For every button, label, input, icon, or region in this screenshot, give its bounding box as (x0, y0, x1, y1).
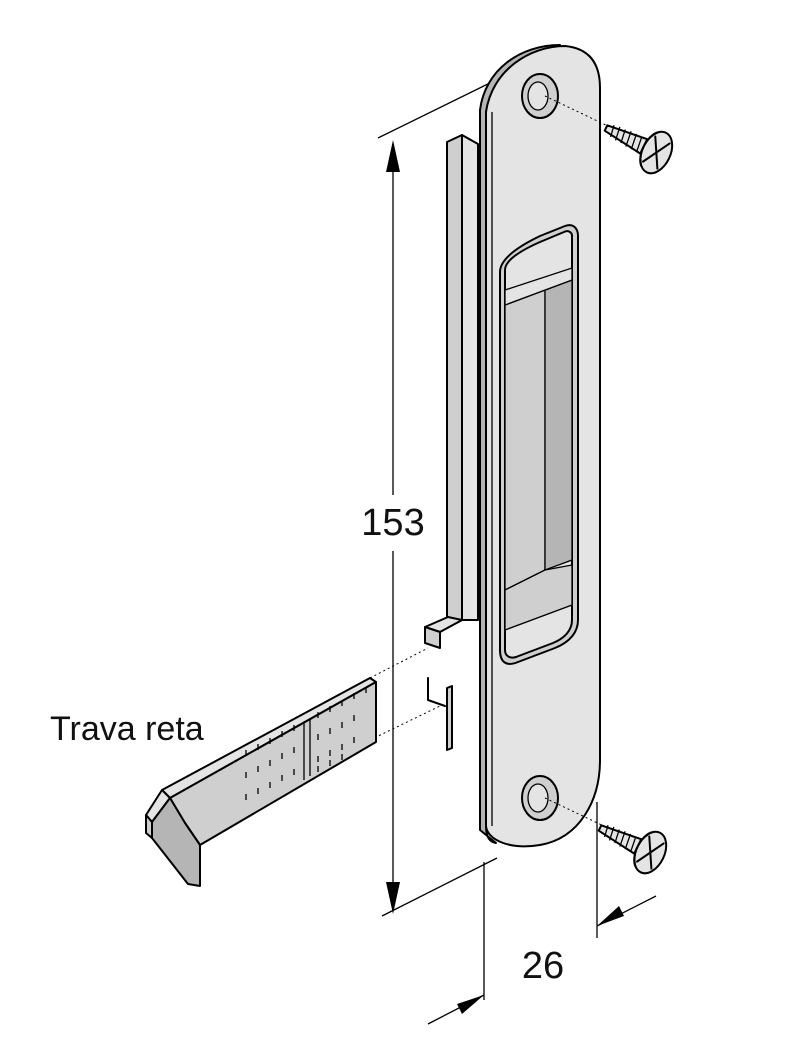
screw-top (603, 124, 674, 175)
screw-hole-bottom (521, 775, 559, 821)
screw-axis-top (544, 95, 613, 129)
screw-axis-bottom (544, 797, 609, 829)
rear-housing (446, 134, 479, 751)
latch-guide-bottom (369, 705, 441, 741)
height-dimension-value: 153 (361, 502, 424, 544)
width-dimension-value: 26 (522, 945, 564, 987)
extension-line-bottom (381, 857, 498, 917)
arrowhead-top (386, 140, 400, 172)
screw-hole-top (521, 73, 559, 119)
width-dimension: 26 (427, 802, 657, 1025)
screw-bottom (597, 824, 668, 875)
latch-connectors (424, 616, 463, 707)
height-dimension: 153 (355, 79, 498, 917)
arrowhead-bottom (386, 882, 400, 914)
part-label: Trava reta (50, 710, 204, 748)
arrowhead-right (597, 906, 624, 926)
latch-guide-top (369, 647, 429, 679)
straight-latch (145, 677, 377, 887)
extension-line-top (377, 79, 497, 139)
arrowhead-left (457, 995, 484, 1014)
plate-opening (499, 224, 579, 665)
